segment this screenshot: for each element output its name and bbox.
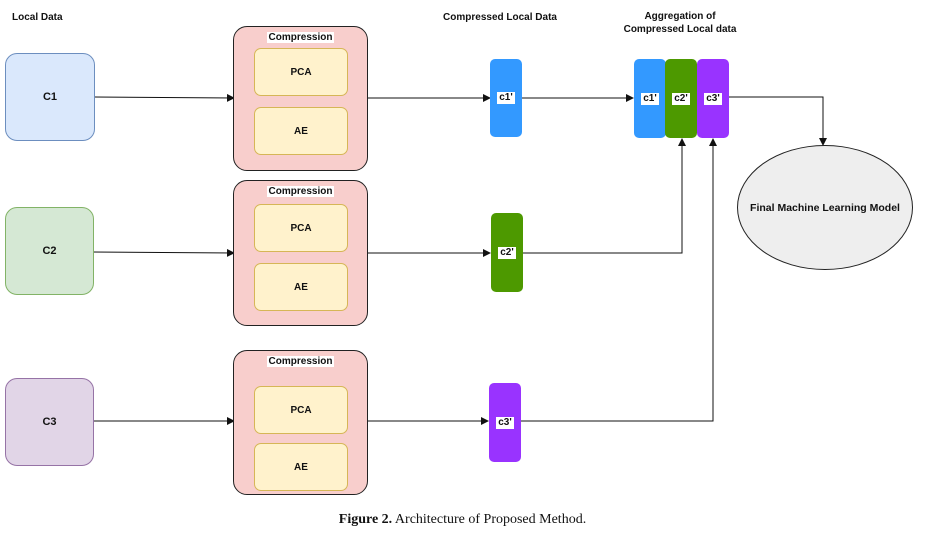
client-c2-label: C2 (42, 245, 57, 257)
header-compressed-local-data: Compressed Local Data (443, 12, 557, 23)
ae-label-3: AE (294, 461, 308, 473)
arrow-c3p-to-aggregation (521, 138, 717, 422)
arrow-c1-to-compression (93, 93, 235, 102)
client-c3-label: C3 (42, 416, 57, 428)
compression-block-1: Compression PCA AE (233, 26, 368, 171)
compression-title-1: Compression (266, 32, 335, 43)
pca-label-3: PCA (290, 404, 312, 416)
aggregated-bar-c2: c2' (665, 59, 697, 138)
compressed-bar-c3: c3' (489, 383, 521, 462)
figure-caption: Figure 2. Architecture of Proposed Metho… (0, 512, 925, 528)
ae-box-3: AE (254, 443, 348, 491)
client-c2: C2 (5, 207, 94, 295)
arrow-c2p-to-aggregation (523, 138, 686, 254)
header-aggregation-line2: Compressed Local data (623, 24, 737, 35)
ae-box-1: AE (254, 107, 348, 155)
compressed-label-c1: c1' (497, 92, 515, 104)
ae-label-1: AE (294, 125, 308, 137)
aggregated-label-c2: c2' (672, 92, 690, 105)
pca-box-2: PCA (254, 204, 348, 252)
compressed-bar-c2: c2' (491, 213, 523, 292)
figure-caption-text: Architecture of Proposed Method. (392, 512, 587, 527)
final-model-ellipse: Final Machine Learning Model (737, 145, 913, 270)
pca-label-1: PCA (290, 66, 312, 78)
arrow-aggregation-to-model (729, 96, 827, 146)
header-aggregation: Aggregation of Compressed Local data (605, 10, 755, 36)
compressed-bar-c1: c1' (490, 59, 522, 137)
compression-block-2: Compression PCA AE (233, 180, 368, 326)
client-c3: C3 (5, 378, 94, 466)
ae-label-2: AE (294, 281, 308, 293)
header-aggregation-line1: Aggregation of (644, 11, 716, 22)
arrow-c2-to-compression (91, 248, 235, 257)
aggregated-label-c3: c3' (704, 92, 722, 105)
pca-label-2: PCA (290, 222, 312, 234)
compression-title-2: Compression (266, 186, 335, 197)
aggregated-label-c1: c1' (641, 92, 659, 105)
final-model-label: Final Machine Learning Model (750, 201, 900, 214)
aggregated-bar-c1: c1' (634, 59, 666, 138)
header-local-data: Local Data (12, 12, 63, 23)
client-c1-label: C1 (42, 91, 58, 103)
ae-box-2: AE (254, 263, 348, 311)
compressed-label-c3: c3' (496, 416, 514, 429)
compression-title-3: Compression (266, 356, 335, 367)
aggregated-bar-c3: c3' (697, 59, 729, 138)
figure-caption-prefix: Figure 2. (338, 512, 393, 527)
client-c1: C1 (5, 53, 95, 141)
pca-box-1: PCA (254, 48, 348, 96)
pca-box-3: PCA (254, 386, 348, 434)
compressed-label-c2: c2' (498, 246, 516, 259)
compression-block-3: Compression PCA AE (233, 350, 368, 495)
